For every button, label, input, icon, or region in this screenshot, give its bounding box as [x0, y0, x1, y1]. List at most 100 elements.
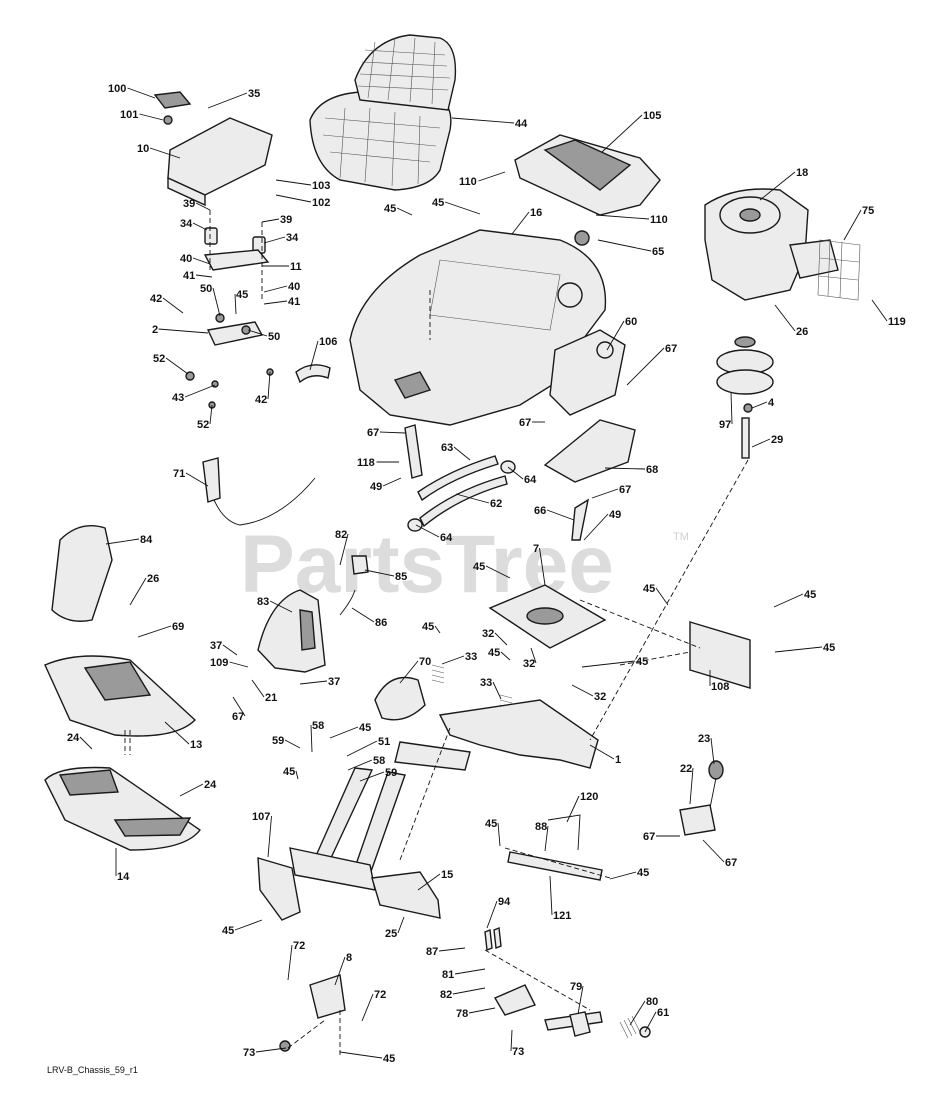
callout-label-c11: 11 — [290, 261, 302, 273]
callout-label-c109: 109 — [210, 657, 228, 669]
callout-leader-c45d — [485, 565, 511, 579]
callout-label-c94: 94 — [498, 896, 511, 908]
callout-leader-c24b — [179, 783, 204, 797]
mounting-plate-part — [488, 584, 607, 649]
callout-leader-c64b — [415, 524, 440, 538]
callout-leader-c59b — [359, 771, 385, 782]
callout-label-c67g: 67 — [725, 857, 737, 869]
callout-leader-c42b — [267, 371, 271, 400]
foot-plate-part — [507, 814, 603, 881]
callout-label-c64a: 64 — [524, 474, 537, 486]
callout-label-c26b: 26 — [147, 573, 159, 585]
callout-leader-c32c — [571, 684, 594, 697]
bumper-bracket-part — [257, 857, 301, 921]
callout-label-c120: 120 — [580, 791, 598, 803]
callout-leader-c84 — [105, 538, 140, 545]
callout-label-c45o: 45 — [222, 925, 234, 937]
callout-label-c63: 63 — [441, 442, 453, 454]
callout-label-c119: 119 — [888, 316, 906, 328]
callout-leader-c107 — [267, 815, 272, 858]
seat-pan-part — [153, 91, 273, 271]
callout-label-c59a: 59 — [272, 735, 284, 747]
callout-leader-c82b — [452, 987, 486, 995]
callout-leader-c4 — [751, 401, 768, 409]
callout-label-c50a: 50 — [200, 283, 212, 295]
callout-leader-c67a — [626, 347, 665, 386]
callout-leader-c24a — [79, 736, 93, 750]
spring-part — [374, 664, 513, 721]
callout-label-c58b: 58 — [373, 755, 385, 767]
callout-label-c34a: 34 — [180, 218, 193, 230]
callout-leader-c67g — [702, 839, 725, 863]
callout-label-c24a: 24 — [67, 732, 80, 744]
callout-label-c70: 70 — [419, 656, 431, 668]
callout-label-c50b: 50 — [268, 331, 280, 343]
callout-leader-c73a — [510, 1029, 513, 1052]
watermark-tm: TM — [673, 531, 689, 543]
callout-label-c67d: 67 — [619, 484, 631, 496]
callout-label-c64b: 64 — [440, 532, 453, 544]
callout-leader-c66 — [546, 509, 575, 521]
callout-label-c14: 14 — [117, 871, 130, 883]
callout-label-c110a: 110 — [459, 176, 477, 188]
side-panel-part — [257, 555, 369, 673]
callout-label-c103: 103 — [312, 180, 330, 192]
callout-leader-c52a — [165, 357, 189, 375]
callout-label-c32c: 32 — [594, 691, 606, 703]
callout-label-c45n: 45 — [637, 867, 649, 879]
callout-leader-c60 — [606, 320, 625, 351]
callout-label-c85: 85 — [395, 571, 407, 583]
callout-label-c79: 79 — [570, 981, 582, 993]
callout-leader-c26a — [774, 304, 796, 332]
callout-label-c44: 44 — [515, 118, 528, 130]
callout-label-c45f: 45 — [804, 589, 816, 601]
callout-leader-c85 — [364, 569, 395, 577]
callout-leader-c67d — [591, 488, 619, 499]
callout-leader-c72a — [287, 944, 293, 981]
callout-label-c49a: 49 — [370, 481, 382, 493]
callout-label-c106: 106 — [319, 336, 337, 348]
engine-part — [704, 188, 861, 301]
callout-label-c32b: 32 — [523, 658, 535, 670]
callout-label-c52b: 52 — [197, 419, 209, 431]
hose-part — [407, 455, 516, 532]
callout-leader-c110a — [478, 171, 506, 182]
callout-leader-c2 — [158, 328, 209, 334]
callout-label-c101: 101 — [120, 109, 138, 121]
callout-label-c97: 97 — [719, 419, 731, 431]
callout-leader-c22 — [689, 767, 694, 805]
shift-lever-part — [679, 760, 724, 836]
callout-leader-c50a — [212, 287, 221, 317]
callout-label-c73b: 73 — [243, 1047, 255, 1059]
callout-leader-c65 — [597, 239, 652, 252]
callout-leader-c119 — [871, 299, 888, 322]
callout-leader-c45i — [581, 660, 636, 668]
callout-leader-c69 — [137, 625, 172, 638]
callout-label-c21: 21 — [265, 692, 277, 704]
callout-label-c108: 108 — [711, 681, 729, 693]
seat-part — [309, 34, 457, 191]
callout-leader-c35 — [207, 92, 248, 109]
callout-label-c16: 16 — [530, 207, 542, 219]
callout-label-c52a: 52 — [153, 353, 165, 365]
callout-leader-c73b — [255, 1047, 287, 1053]
callout-leader-c21 — [251, 679, 265, 698]
callout-label-c39a: 39 — [183, 198, 195, 210]
callout-label-c34b: 34 — [286, 232, 299, 244]
callout-leader-c68 — [604, 467, 646, 470]
callout-leader-c121 — [549, 875, 553, 916]
callout-leader-c109 — [229, 661, 249, 668]
callout-label-c67e: 67 — [232, 711, 244, 723]
callout-label-c110b: 110 — [650, 214, 668, 226]
callout-leader-c94 — [486, 900, 498, 929]
callout-label-c41b: 41 — [288, 296, 300, 308]
fender-part — [44, 525, 201, 851]
callout-leader-c34a — [192, 222, 208, 231]
callout-leader-c39b — [261, 218, 280, 223]
callout-label-c18: 18 — [796, 167, 808, 179]
callout-label-c102: 102 — [312, 197, 330, 209]
callout-leader-c33b — [492, 681, 502, 700]
main-frame-part — [289, 699, 599, 919]
callout-label-c65: 65 — [652, 246, 664, 258]
